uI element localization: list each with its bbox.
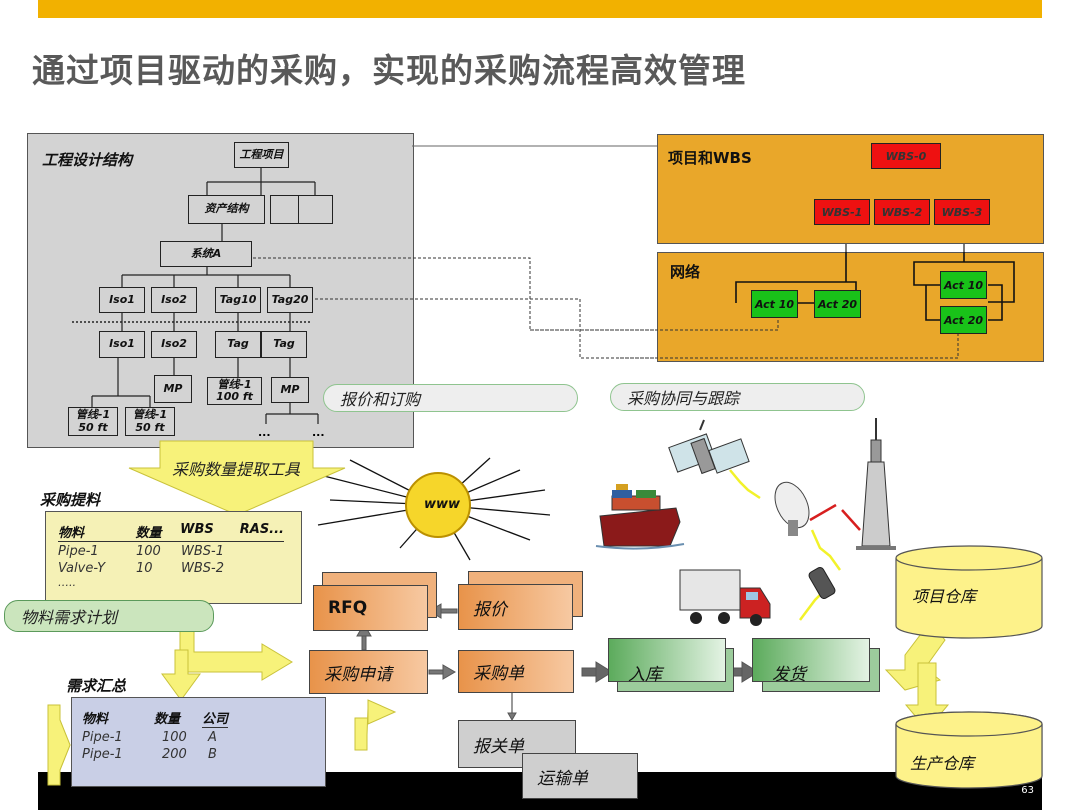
summary-col-material: 物料	[82, 712, 109, 727]
table-row: Pipe-1 200 B	[82, 747, 325, 762]
top-accent-bar	[38, 0, 1042, 18]
node-asset-structure: 资产结构	[188, 195, 265, 224]
node-iso1-top: Iso1	[99, 287, 145, 313]
globe-icon	[405, 472, 471, 538]
production-warehouse-label-front: 生产仓库	[910, 754, 975, 773]
cell: B	[208, 747, 217, 762]
wbs-1-node: WBS-1	[814, 199, 870, 225]
extract-header-row: 物料 数量 WBS RAS...	[58, 522, 284, 542]
node-tag-2: Tag	[261, 331, 307, 358]
summary-col-qty: 数量	[154, 712, 181, 727]
extract-col-ras: RAS...	[239, 522, 284, 537]
wbs-2-node: WBS-2	[874, 199, 930, 225]
quote-order-pill: 报价和订购	[323, 384, 578, 412]
node-pipe-50ft-a: 管线-1 50 ft	[68, 407, 118, 436]
quote-box: 报价	[458, 584, 573, 630]
node-mp-1: MP	[154, 375, 192, 403]
cargo-ship-icon	[595, 484, 685, 550]
purchase-order-box: 采购单	[458, 650, 574, 693]
mrp-pill: 物料需求计划	[4, 600, 214, 632]
satellite-icon	[668, 419, 750, 475]
engineering-structure-label: 工程设计结构	[42, 151, 133, 169]
purchase-requisition-box: 采购申请	[309, 650, 428, 694]
cell: Valve-Y	[58, 561, 106, 576]
purchase-extract-label: 采购提料	[40, 491, 101, 509]
act-10-right: Act 10	[940, 271, 987, 299]
node-pipe-100ft: 管线-1 100 ft	[207, 377, 262, 405]
node-tag20: Tag20	[267, 287, 313, 313]
cell: Pipe-1	[82, 730, 123, 745]
node-iso2-bottom: Iso2	[151, 331, 197, 358]
act-20-left: Act 20	[814, 290, 861, 318]
cell: A	[208, 730, 217, 745]
www-label: www	[424, 497, 461, 512]
node-iso1-bottom: Iso1	[99, 331, 145, 358]
wbs-0-node: WBS-0	[871, 143, 941, 169]
cell: 100	[136, 544, 161, 559]
cell: 100	[162, 730, 187, 745]
purchase-extract-table: 物料 数量 WBS RAS... Pipe-1 100 WBS-1 Valve-…	[45, 511, 302, 604]
node-iso2-top: Iso2	[151, 287, 197, 313]
demand-summary-label: 需求汇总	[66, 677, 127, 695]
ellipsis-2: ...	[312, 426, 325, 439]
radio-tower-icon	[856, 418, 896, 550]
summary-col-company: 公司	[202, 708, 229, 728]
wbs-panel	[657, 134, 1044, 244]
receipt-label: 入库	[628, 665, 662, 685]
node-mp-2: MP	[271, 377, 309, 403]
cell: 200	[162, 747, 187, 762]
extract-col-wbs: WBS	[180, 522, 214, 537]
cell: Pipe-1	[82, 747, 123, 762]
network-panel-label: 网络	[670, 263, 701, 281]
ellipsis-1: ...	[258, 426, 271, 439]
page-title: 通过项目驱动的采购，实现的采购流程高效管理	[32, 51, 746, 90]
collab-tracking-pill: 采购协同与跟踪	[610, 383, 865, 411]
table-row: Pipe-1 100 WBS-1	[58, 544, 301, 559]
cell: WBS-2	[181, 561, 224, 576]
extract-col-material: 物料	[58, 526, 85, 541]
satellite-dish-icon	[774, 481, 810, 536]
act-20-right: Act 20	[940, 306, 987, 334]
production-warehouse-cylinder	[895, 711, 1043, 789]
transport-order-box-front: 运输单	[522, 753, 638, 799]
act-10-left: Act 10	[751, 290, 798, 318]
extract-col-qty: 数量	[135, 526, 162, 541]
cell: Pipe-1	[58, 544, 99, 559]
project-warehouse-label: 项目仓库	[912, 587, 977, 606]
input-arrow-left	[47, 704, 71, 786]
table-row: Valve-Y 10 WBS-2	[58, 561, 301, 576]
node-tag-1: Tag	[215, 331, 261, 358]
summary-header-row: 物料 数量 公司	[82, 708, 325, 728]
node-tag10: Tag10	[215, 287, 261, 313]
ship-box	[752, 638, 870, 682]
node-project: 工程项目	[234, 142, 289, 168]
node-pipe-50ft-b: 管线-1 50 ft	[125, 407, 175, 436]
extract-more: …..	[58, 576, 76, 589]
page-number: 63	[1021, 785, 1034, 796]
mobile-phone-icon	[808, 566, 836, 600]
wbs-panel-label: 项目和WBS	[668, 149, 752, 167]
extraction-tool-label: 采购数量提取工具	[172, 460, 301, 479]
rfq-box: RFQ	[313, 585, 428, 631]
truck-icon	[679, 569, 771, 626]
node-system-a: 系统A	[160, 241, 252, 267]
ship-label: 发货	[772, 665, 806, 685]
cell: WBS-1	[181, 544, 224, 559]
node-blank-2	[298, 195, 333, 224]
wbs-3-node: WBS-3	[934, 199, 990, 225]
summary-table-bottom	[71, 772, 326, 787]
table-row: Pipe-1 100 A	[82, 730, 325, 745]
receipt-box	[608, 638, 726, 682]
cell: 10	[136, 561, 153, 576]
